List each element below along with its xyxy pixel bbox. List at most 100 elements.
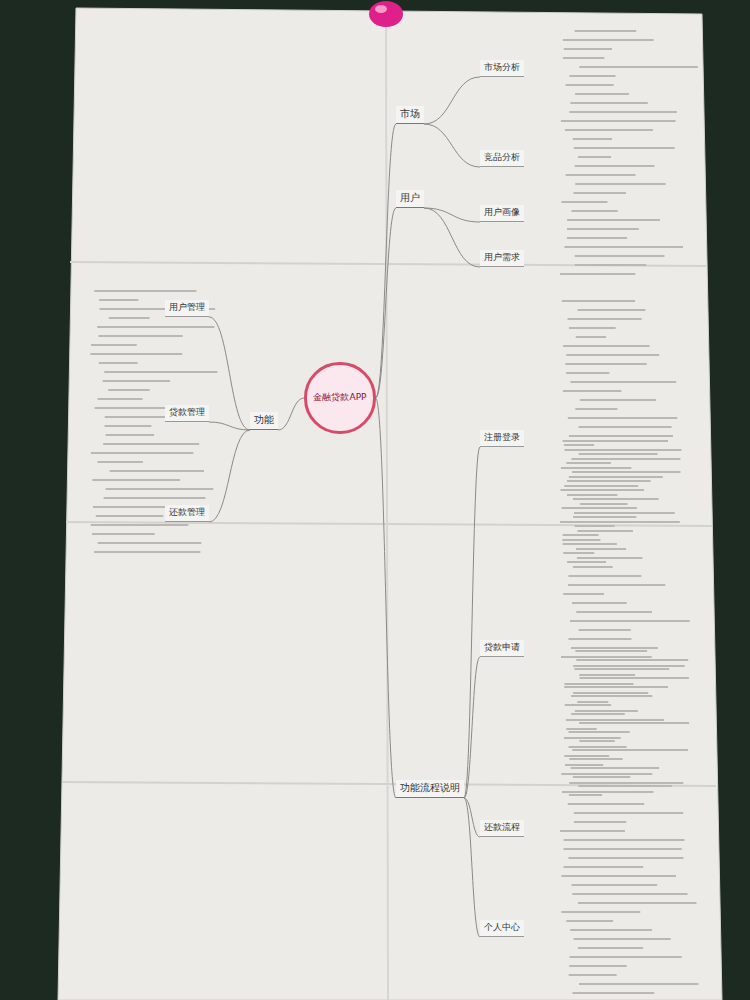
text-line-stub xyxy=(579,426,672,428)
text-line-stub xyxy=(560,489,644,491)
text-line-stub xyxy=(563,390,622,392)
text-line-stub xyxy=(579,629,631,631)
text-line-stub xyxy=(574,512,675,514)
text-line-stub xyxy=(567,494,617,496)
topic-text: 贷款申请 xyxy=(484,641,520,654)
text-line-stub xyxy=(573,665,685,667)
text-line-stub xyxy=(564,866,597,868)
text-line-stub xyxy=(104,497,206,499)
text-line-stub xyxy=(92,533,155,535)
topic-text: 用户需求 xyxy=(484,251,520,264)
text-line-stub xyxy=(98,542,202,544)
text-line-stub xyxy=(108,389,150,391)
topic-text: 市场分析 xyxy=(484,61,520,74)
branch-line xyxy=(376,124,397,398)
topic-text: 用户 xyxy=(400,191,420,205)
text-line-stub xyxy=(574,938,671,940)
paper-sheet xyxy=(58,8,722,1000)
text-line-stub xyxy=(561,875,676,877)
text-line-stub xyxy=(575,710,638,712)
text-line-stub xyxy=(579,983,698,985)
branch-line xyxy=(464,657,480,798)
text-line-stub xyxy=(575,408,617,410)
subtopic: 竞品分析 xyxy=(480,150,524,167)
text-line-stub xyxy=(563,534,599,536)
text-line-stub xyxy=(561,656,652,658)
text-line-stub xyxy=(576,336,606,338)
text-line-stub xyxy=(563,57,604,59)
text-line-stub xyxy=(564,485,638,487)
text-line-stub xyxy=(564,686,668,688)
text-line-stub xyxy=(566,354,659,356)
text-line-stub xyxy=(578,785,672,787)
text-line-stub xyxy=(566,920,613,922)
text-line-stub xyxy=(576,659,688,661)
text-line-stub xyxy=(575,183,665,185)
text-line-stub xyxy=(569,746,627,748)
branch-line xyxy=(209,422,250,430)
branch-topic: 用户 xyxy=(396,190,424,208)
branch-topic: 功能 xyxy=(250,412,278,430)
text-line-stub xyxy=(564,848,682,850)
subtopic: 注册登录 xyxy=(480,430,524,447)
text-line-stub xyxy=(573,692,648,694)
text-line-stub xyxy=(571,458,680,460)
topic-text: 用户管理 xyxy=(169,301,205,314)
text-line-stub xyxy=(566,462,611,464)
text-line-stub xyxy=(577,701,608,703)
branch-line xyxy=(278,398,304,430)
text-line-stub xyxy=(566,174,636,176)
text-line-stub xyxy=(575,165,655,167)
text-line-stub xyxy=(103,380,170,382)
text-line-stub xyxy=(561,911,600,913)
text-line-stub xyxy=(574,812,683,814)
topic-text: 市场 xyxy=(400,107,420,121)
topic-text: 还款管理 xyxy=(169,506,205,519)
text-line-stub xyxy=(106,434,154,436)
subtopic: 还款管理 xyxy=(165,505,209,522)
text-line-stub xyxy=(572,749,688,751)
text-line-stub xyxy=(569,794,602,796)
branch-line xyxy=(376,208,397,398)
text-line-stub xyxy=(578,156,611,158)
text-line-stub xyxy=(574,147,675,149)
text-line-stub xyxy=(94,290,196,292)
text-line-stub xyxy=(90,353,182,355)
text-line-stub xyxy=(573,516,636,518)
text-line-stub xyxy=(98,461,143,463)
text-line-stub xyxy=(577,530,633,532)
text-line-stub xyxy=(572,992,654,994)
branch-topic: 市场 xyxy=(396,106,424,124)
text-line-stub xyxy=(575,525,615,527)
text-line-stub xyxy=(568,857,604,859)
text-line-stub xyxy=(575,255,665,257)
text-line-stub xyxy=(561,773,652,775)
text-line-stub xyxy=(568,638,631,640)
branch-line xyxy=(209,317,250,430)
text-line-stub xyxy=(575,93,629,95)
text-line-stub xyxy=(564,48,612,50)
text-line-stub xyxy=(572,884,626,886)
text-line-stub xyxy=(575,30,636,32)
text-line-stub xyxy=(96,515,163,517)
text-line-stub xyxy=(579,674,635,676)
text-line-stub xyxy=(564,246,683,248)
subtopic: 贷款管理 xyxy=(165,405,209,422)
text-line-stub xyxy=(572,602,627,604)
fold-line xyxy=(66,522,712,526)
text-line-stub xyxy=(564,755,609,757)
text-line-stub xyxy=(570,381,676,383)
subtopic: 用户画像 xyxy=(480,205,524,222)
subtopic: 还款流程 xyxy=(480,820,524,837)
text-line-stub xyxy=(569,327,616,329)
subtopic: 贷款申请 xyxy=(480,640,524,657)
topic-text: 个人中心 xyxy=(484,921,520,934)
text-line-stub xyxy=(580,503,628,505)
text-line-stub xyxy=(569,731,630,733)
text-line-stub xyxy=(106,488,214,490)
text-line-stub xyxy=(571,210,617,212)
text-line-stub xyxy=(98,335,182,337)
text-line-stub xyxy=(567,237,627,239)
